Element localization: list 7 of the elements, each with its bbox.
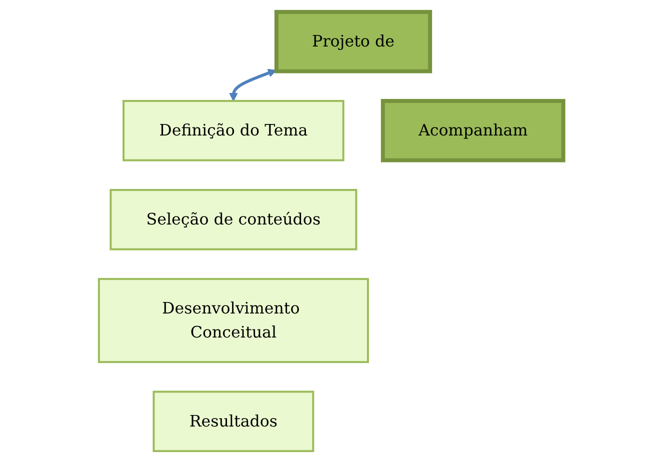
node-box: Projeto de <box>274 9 432 73</box>
node-box: Desenvolvimento Conceitual <box>98 277 369 363</box>
arrow <box>228 68 276 101</box>
node-box: Resultados <box>152 390 314 452</box>
node-box: Acompanham <box>380 98 566 162</box>
node-box: Seleção de conteúdos <box>110 188 358 250</box>
node-box: Definição do Tema <box>122 99 344 161</box>
